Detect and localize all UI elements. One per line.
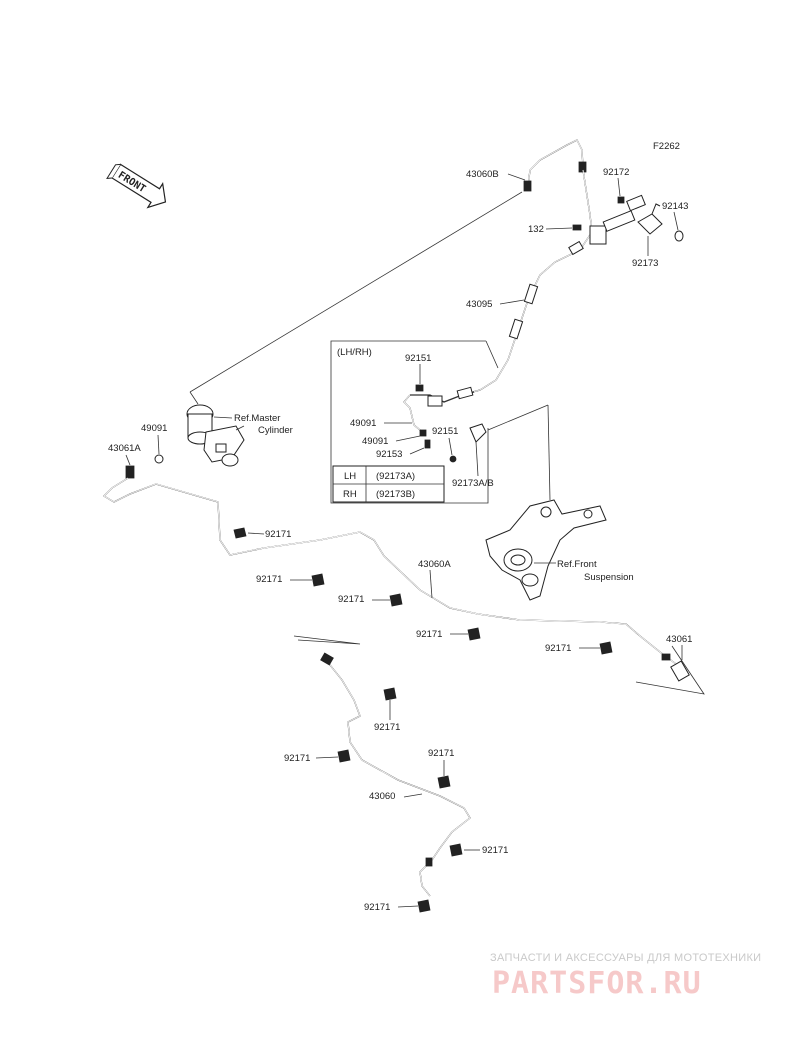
leader-43060b-master [189,191,523,393]
table-part-rh: (92173B) [376,489,415,500]
figure-code: F2262 [653,141,680,152]
label-92143: 92143 [662,201,688,212]
label-92171-1: 92171 [265,529,291,540]
watermark: ЗАПЧАСТИ И АКСЕССУАРЫ ДЛЯ МОТОТЕХНИКИ PA… [490,952,761,1001]
label-49091-c: 49091 [141,423,167,434]
label-92171-9: 92171 [482,845,508,856]
label-92173: 92173 [632,258,658,269]
watermark-caption: ЗАПЧАСТИ И АКСЕССУАРЫ ДЛЯ МОТОТЕХНИКИ [490,952,761,964]
label-92173ab: 92173A/B [452,478,494,489]
clamp-92173 [637,203,663,235]
label-43060a: 43060A [418,559,451,570]
label-49091-a: 49091 [350,418,376,429]
clamp-92171-8 [437,775,451,789]
label-92151-a: 92151 [405,353,431,364]
pipe-43060a [102,477,677,665]
pipe-43060 [293,635,471,897]
master-cylinder [186,404,245,467]
label-132: 132 [528,224,544,235]
clamp-92171-3 [389,593,403,607]
watermark-logo: PARTSFOR.RU [492,966,702,1001]
clamp-92171-2 [311,573,325,587]
clamp-92171-7 [337,749,351,763]
front-direction-arrow-icon: FRONT [106,163,167,209]
label-43061: 43061 [666,634,692,645]
label-ref-master-2: Cylinder [258,425,293,436]
front-suspension-knuckle [485,499,607,601]
hose-43095 [461,169,593,396]
table-part-lh: (92173A) [376,471,415,482]
label-49091-b: 49091 [362,436,388,447]
label-92172: 92172 [603,167,629,178]
label-92171-3: 92171 [338,594,364,605]
washer-49091 [154,454,164,464]
junction-bracket [572,194,646,245]
clamp-92171-10 [417,899,431,913]
bolt-92172 [617,196,625,204]
label-ref-front-1: Ref.Front [557,559,597,570]
clamp-92171-5 [599,641,613,655]
label-92151-b: 92151 [432,426,458,437]
label-43095: 43095 [466,299,492,310]
inset-title: (LH/RH) [337,347,372,358]
table-side-lh: LH [344,471,356,482]
label-43061a: 43061A [108,443,141,454]
label-92171-6: 92171 [374,722,400,733]
label-43060: 43060 [369,791,395,802]
label-92171-8: 92171 [428,748,454,759]
inset-lh-rh: (LH/RH) LH (92173A) RH (92173B) [330,340,551,504]
label-43060b: 43060B [466,169,499,180]
label-92171-5: 92171 [545,643,571,654]
label-92171-2: 92171 [256,574,282,585]
clamp-92171-4 [467,627,481,641]
clamp-92171-9 [449,843,463,857]
label-92153: 92153 [376,449,402,460]
label-92171-7: 92171 [284,753,310,764]
label-ref-front-2: Suspension [584,572,634,583]
clamp-92171-1 [233,527,247,539]
label-92171-10: 92171 [364,902,390,913]
label-ref-master-1: Ref.Master [234,413,280,424]
fitting-43061 [635,645,705,695]
label-92171-4: 92171 [416,629,442,640]
collar-92143 [674,230,684,242]
table-side-rh: RH [343,489,357,500]
clamp-92171-6 [383,687,397,701]
fitting-43061a [125,465,135,479]
pipe-43060b [523,139,587,192]
